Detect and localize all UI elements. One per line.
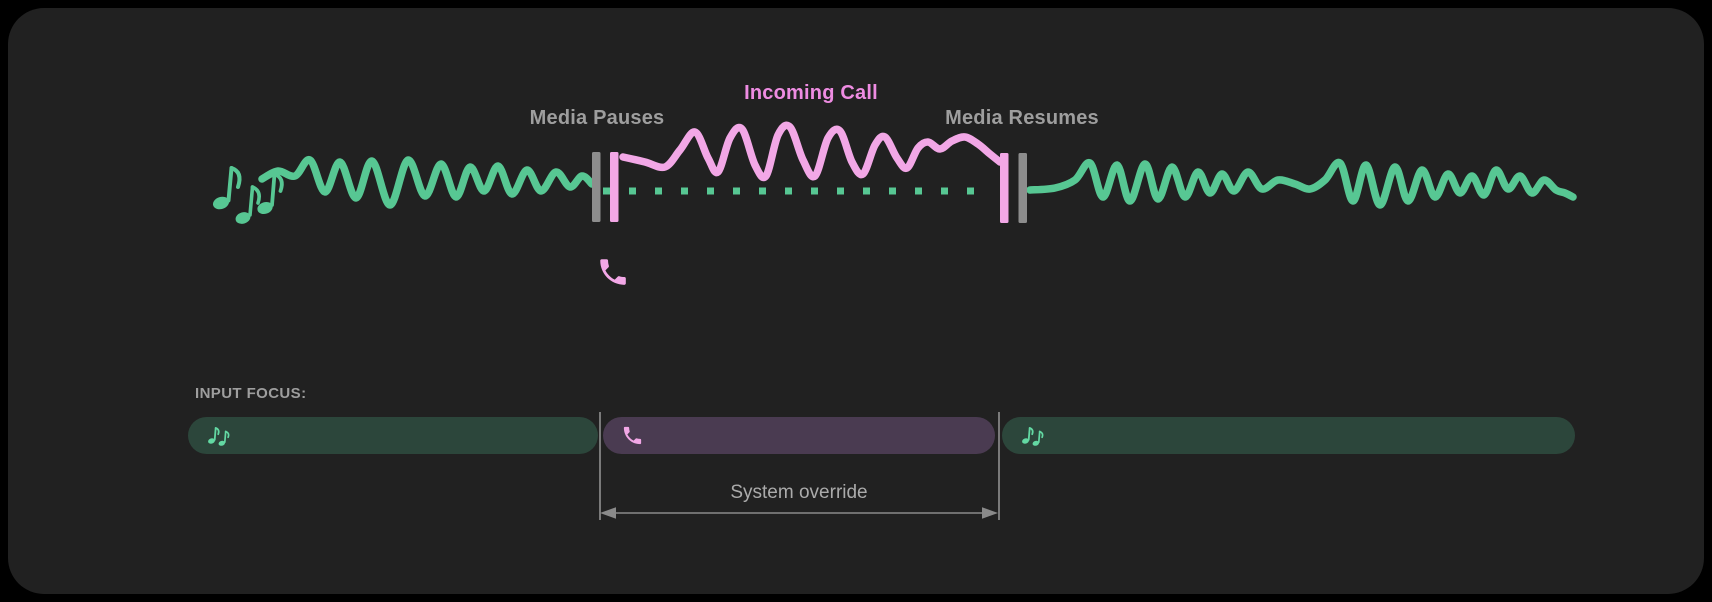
media-resumes-label: Media Resumes bbox=[945, 107, 1099, 129]
music-notes-icon bbox=[208, 427, 230, 446]
phone-icon bbox=[623, 426, 642, 445]
focus-segment-media-2 bbox=[1002, 417, 1575, 454]
music-notes-icon bbox=[212, 166, 284, 224]
system-override-label: System override bbox=[730, 482, 868, 503]
resume-bars-icon bbox=[1000, 153, 1027, 223]
media-pauses-label: Media Pauses bbox=[529, 107, 665, 129]
system-override-arrow bbox=[600, 507, 998, 519]
focus-segment-call bbox=[603, 417, 995, 454]
input-focus-label: INPUT FOCUS: bbox=[195, 385, 307, 402]
override-guide-right bbox=[997, 412, 1000, 520]
media-wave-left bbox=[258, 156, 596, 209]
diagram-card bbox=[8, 8, 1704, 594]
override-guide-left bbox=[599, 412, 601, 520]
incoming-call-label: Incoming Call bbox=[744, 82, 878, 104]
phone-icon bbox=[600, 259, 626, 285]
music-notes-icon bbox=[1022, 427, 1044, 446]
media-wave-right bbox=[1026, 158, 1577, 209]
pause-bars-icon bbox=[592, 152, 619, 222]
incoming-call-wave bbox=[619, 121, 1004, 182]
focus-segment-media-1 bbox=[188, 417, 598, 454]
